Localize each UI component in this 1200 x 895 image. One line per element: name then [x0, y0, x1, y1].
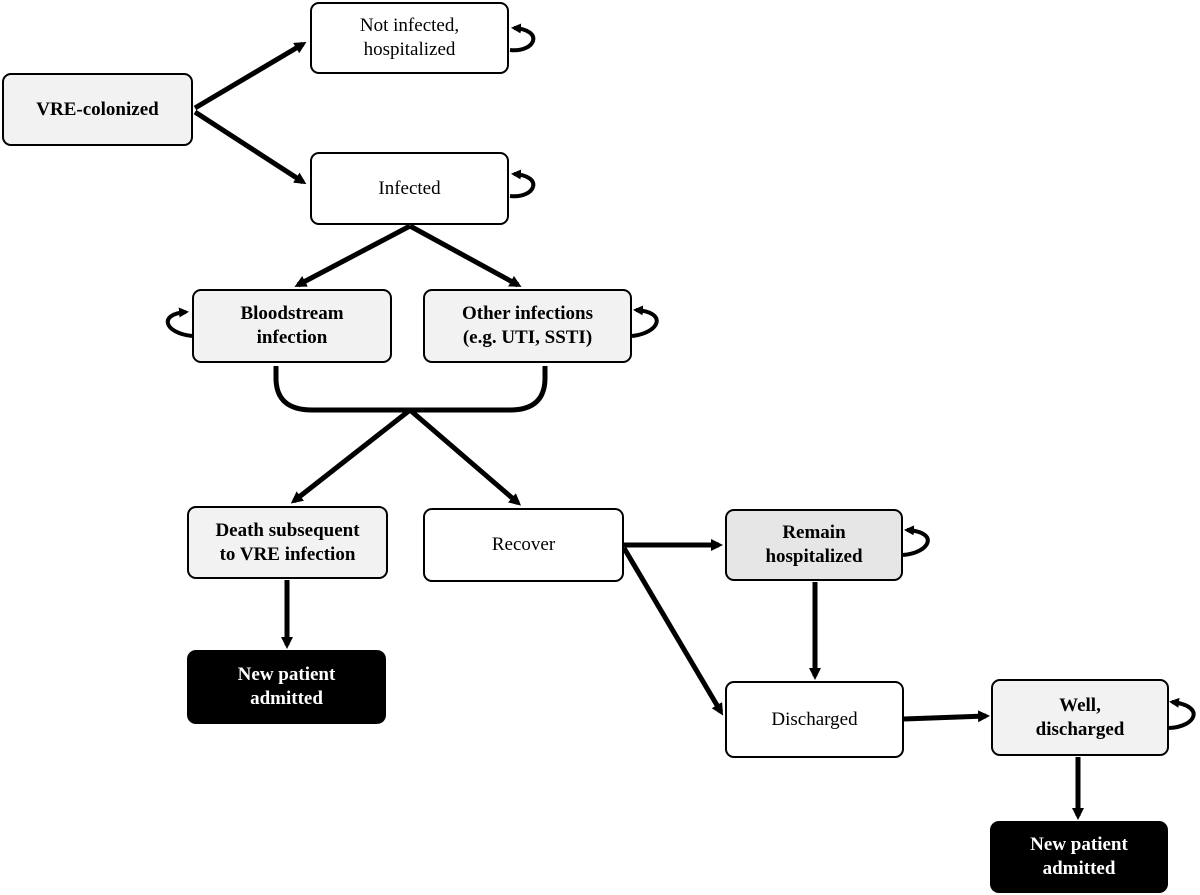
node-discharged: Discharged: [725, 681, 904, 758]
node-well-line2: discharged: [1035, 718, 1125, 740]
self-loop-infected: [509, 169, 536, 199]
node-not-infected-line1: Not infected,: [359, 15, 460, 36]
self-loop-not-infected: [509, 23, 536, 53]
node-new-patient-2-line1: New patient: [1030, 834, 1128, 855]
self-loop-other-infections: [631, 305, 659, 338]
arrow-recover-to-discharged: [621, 546, 724, 716]
bracket-infections-merge: [273, 366, 548, 413]
node-death-line1: Death subsequent: [215, 519, 360, 541]
arrow-infected-to-other: [408, 223, 522, 288]
arrow-merge-to-recover: [408, 408, 522, 506]
node-well-line1: Well,: [1059, 694, 1101, 716]
node-new-patient-2-line2: admitted: [1042, 858, 1116, 879]
node-infected-label: Infected: [378, 177, 441, 199]
node-remain-line1: Remain: [782, 522, 846, 543]
node-other-infections-line1: Other infections: [461, 303, 594, 324]
node-bloodstream-line2: infection: [256, 327, 328, 348]
arrow-infected-to-bloodstream: [294, 223, 412, 288]
node-death-line2: to VRE infection: [219, 543, 356, 565]
self-loop-bloodstream: [165, 307, 193, 338]
self-loop-remain: [902, 525, 930, 557]
node-infected: Infected: [310, 152, 509, 225]
node-new-patient-1-line2: admitted: [250, 688, 323, 709]
node-new-patient-1-line1: New patient: [237, 664, 336, 685]
node-not-infected-line2: hospitalized: [363, 39, 456, 60]
node-other-infections: Other infections (e.g. UTI, SSTI): [423, 289, 632, 363]
arrow-merge-to-death: [290, 408, 412, 504]
node-bloodstream-line1: Bloodstream: [240, 303, 344, 324]
self-loop-well: [1168, 697, 1196, 730]
node-recover-label: Recover: [491, 534, 556, 555]
node-discharged-label: Discharged: [771, 708, 858, 730]
node-not-infected-hospitalized: Not infected, hospitalized: [310, 2, 509, 74]
arrow-colonized-to-infected: [193, 109, 307, 185]
node-remain-hospitalized: Remain hospitalized: [725, 509, 903, 581]
node-vre-colonized: VRE-colonized: [2, 73, 193, 146]
arrow-colonized-to-not-infected: [193, 41, 307, 111]
node-well-discharged: Well, discharged: [991, 679, 1169, 756]
node-other-infections-line2: (e.g. UTI, SSTI): [462, 327, 593, 348]
node-new-patient-admitted-2: New patient admitted: [990, 821, 1168, 893]
arrow-discharged-to-well: [903, 710, 990, 723]
node-vre-colonized-label: VRE-colonized: [36, 98, 159, 120]
node-recover: Recover: [423, 508, 624, 582]
node-bloodstream-infection: Bloodstream infection: [192, 289, 392, 363]
node-remain-line2: hospitalized: [765, 546, 863, 567]
node-new-patient-admitted-1: New patient admitted: [187, 650, 386, 724]
node-death-subsequent: Death subsequent to VRE infection: [187, 506, 388, 579]
